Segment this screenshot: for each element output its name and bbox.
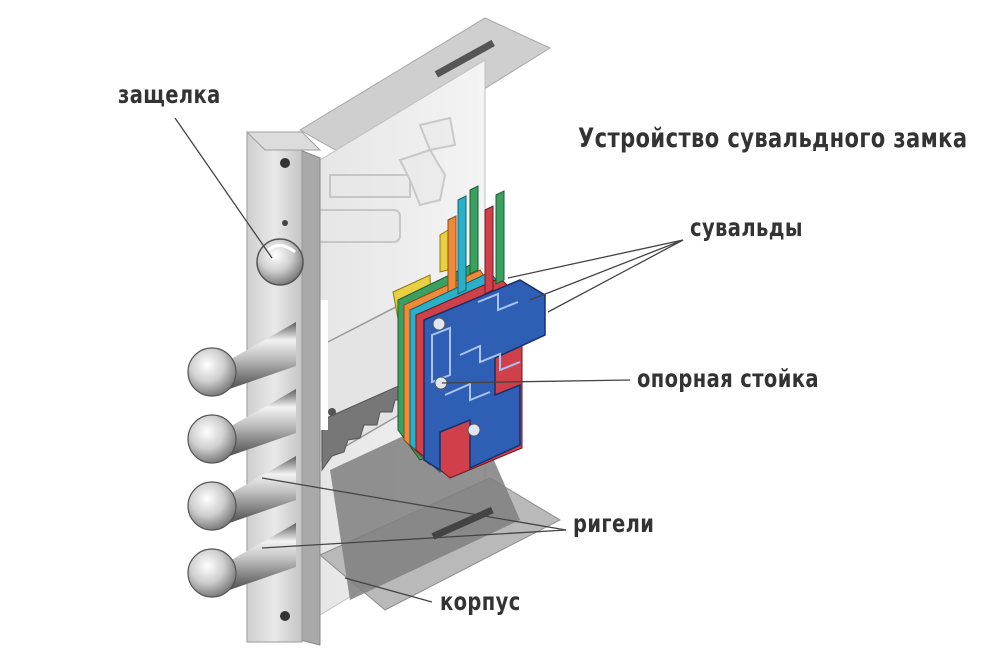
bolts bbox=[187, 322, 296, 598]
face-side bbox=[299, 149, 321, 646]
latch-mechanism bbox=[299, 116, 457, 243]
bolt-2 bbox=[187, 389, 296, 464]
top-slot bbox=[434, 39, 495, 78]
leader-post bbox=[441, 379, 631, 384]
label-bolts: ригели bbox=[573, 509, 655, 538]
leader-wards-2 bbox=[529, 239, 684, 301]
latch bbox=[256, 238, 304, 286]
bolt-4 bbox=[187, 523, 296, 598]
leader-bolts-2 bbox=[261, 529, 567, 549]
diagram-title: Устройство сувальдного замка bbox=[578, 123, 968, 154]
bolt-3 bbox=[187, 456, 296, 531]
label-support-post: опорная стойка bbox=[637, 364, 819, 393]
label-body: корпус bbox=[440, 587, 521, 616]
support-post bbox=[432, 317, 481, 437]
label-wards: сувальды bbox=[690, 213, 803, 242]
screw-mid bbox=[282, 220, 288, 226]
screw-top bbox=[280, 158, 290, 168]
leader-lines bbox=[174, 117, 684, 603]
bolt-1 bbox=[187, 322, 296, 397]
leader-wards-1 bbox=[507, 239, 684, 279]
leader-bolts-1 bbox=[261, 477, 567, 531]
face-plate-top bbox=[245, 131, 322, 151]
screw-bottom bbox=[280, 611, 290, 621]
leader-wards-3 bbox=[547, 239, 684, 313]
label-latch: защелка bbox=[118, 80, 221, 109]
leader-body bbox=[344, 577, 433, 603]
leader-latch bbox=[174, 117, 273, 259]
wards bbox=[392, 185, 546, 479]
